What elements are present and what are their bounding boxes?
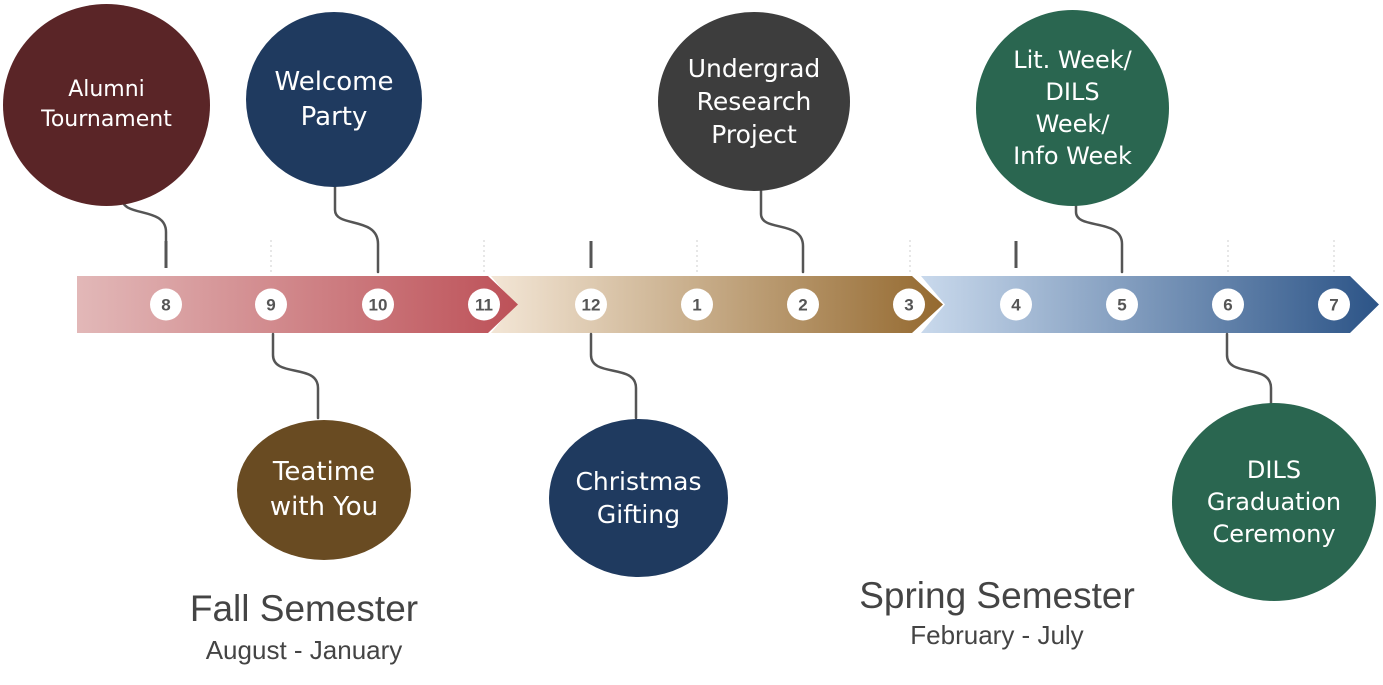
month-label: 11 [475, 296, 493, 315]
fall-arrow-segment [77, 276, 518, 333]
fall-semester-range: August - January [205, 635, 403, 665]
spring-semester-title: Spring Semester [859, 575, 1135, 616]
month-marker-circle [1212, 288, 1244, 321]
event-connector [1074, 202, 1124, 274]
event-connector [333, 182, 380, 274]
winter-arrow-segment [491, 276, 943, 333]
fall-semester-title: Fall Semester [189, 588, 419, 629]
event-teatime-with-you: Teatime with You [237, 420, 411, 560]
event-connector [759, 189, 805, 274]
spring-arrow-segment [921, 276, 1379, 333]
month-marker-circle [575, 288, 607, 321]
month-label: 12 [582, 296, 601, 315]
month-label: 4 [1011, 296, 1021, 315]
month-marker-circle [1318, 288, 1350, 321]
month-marker-circle [1000, 288, 1032, 321]
month-label: 3 [904, 296, 913, 315]
month-label: 9 [266, 296, 275, 315]
month-marker-circle [681, 288, 713, 321]
month-marker-circle [787, 288, 819, 321]
event-dils-graduation-ceremony: DILS Graduation Ceremony [1172, 403, 1376, 601]
month-marker-circle [1106, 288, 1138, 321]
month-label: 2 [798, 296, 807, 315]
month-label: 6 [1223, 296, 1232, 315]
event-undergrad-research-project: Undergrad Research Project [658, 12, 850, 191]
month-marker-circle [150, 288, 182, 321]
event-welcome-party: Welcome Party [246, 12, 422, 187]
month-marker-circle [468, 288, 500, 321]
month-label: 8 [161, 296, 170, 315]
event-lit-dils-info-week: Lit. Week/ DILS Week/ Info Week [976, 10, 1169, 206]
event-connector [271, 332, 320, 420]
month-marker-circle [255, 288, 287, 321]
month-marker-circle [893, 288, 925, 321]
spring-semester-range: February - July [910, 620, 1084, 650]
month-label: 1 [692, 296, 701, 315]
event-alumni-tournament: Alumni Tournament [3, 4, 210, 206]
event-connector [589, 332, 638, 420]
event-christmas-gifting: Christmas Gifting [549, 419, 728, 577]
month-label: 5 [1117, 296, 1126, 315]
month-marker-circle [362, 288, 394, 321]
event-connector [1225, 332, 1273, 406]
month-label: 7 [1329, 296, 1338, 315]
month-label: 10 [369, 296, 388, 315]
